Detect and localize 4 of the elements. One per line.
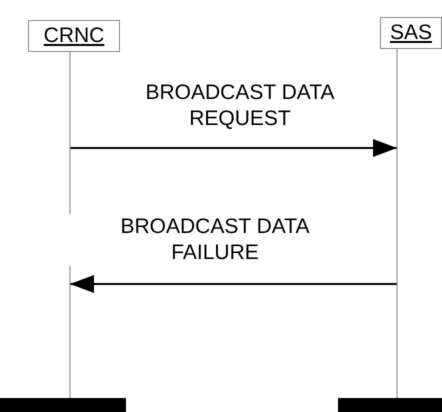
message-arrow — [70, 275, 397, 293]
message-arrow — [70, 139, 397, 157]
participant-box: CRNC — [28, 20, 120, 52]
participant-box: SAS — [380, 17, 442, 49]
